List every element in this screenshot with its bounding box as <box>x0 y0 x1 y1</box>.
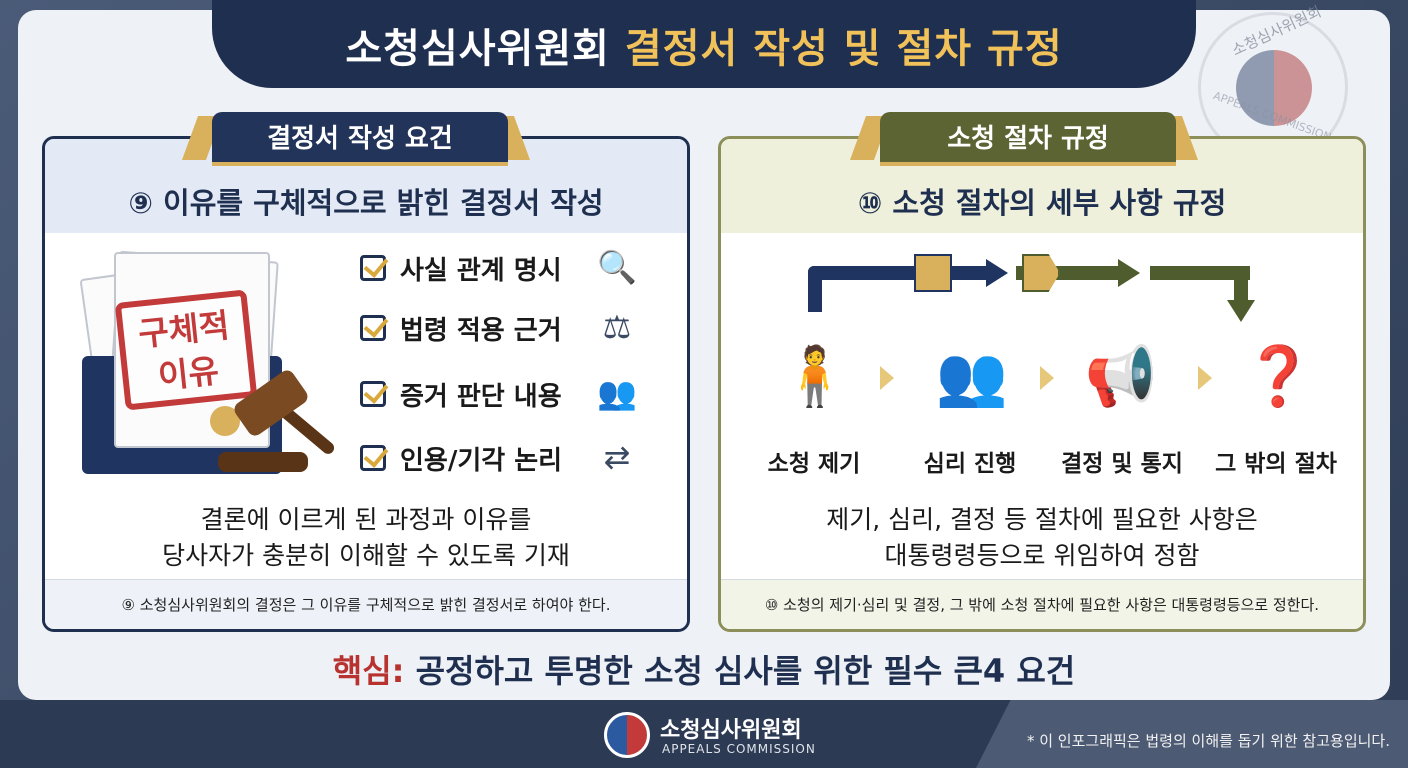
check-item-evidence: 증거 판단 내용 <box>360 372 562 416</box>
specific-reason-stamp: 구체적 이유 <box>114 289 258 411</box>
verdict-icon: ⇄ <box>603 438 631 476</box>
flow-line-down <box>1234 266 1248 304</box>
step-hearing: 심리 진행 <box>923 451 1017 477</box>
scales-icon: ⚖ <box>602 308 632 346</box>
step-other: 그 밖의 절차 <box>1215 451 1337 477</box>
check-item-logic: 인용/기각 논리 <box>360 436 562 480</box>
gavel-megaphone-icon: 📢 <box>1084 342 1158 410</box>
flow-arrowhead-2 <box>1118 259 1140 287</box>
right-description: 제기, 심리, 결정 등 절차에 필요한 사항은 대통령령등으로 위임하여 정함 <box>826 505 1258 570</box>
core-label: 핵심: <box>332 652 405 690</box>
step-filing: 소청 제기 <box>767 451 861 477</box>
magnifier-icon: 🔍 <box>597 248 637 286</box>
petitioner-icon: 🧍 <box>778 342 852 410</box>
step-chevron-3 <box>1198 366 1212 390</box>
step-chevron-2 <box>1040 366 1054 390</box>
evidence-icon: 👥 <box>597 374 637 412</box>
footer-logo-name: 소청심사위원회 <box>660 718 802 743</box>
step-decision: 결정 및 통지 <box>1061 451 1183 477</box>
question-docs-icon: ❓ <box>1242 342 1316 410</box>
checkbox-icon <box>360 381 386 407</box>
step-chevron-1 <box>880 366 894 390</box>
left-description: 결론에 이르게 된 과정과 이유를 당사자가 충분히 이해할 수 있도록 기재 <box>162 505 570 570</box>
title-banner <box>212 0 1196 88</box>
tab-decision-requirements: 결정서 작성 요건 <box>212 112 508 166</box>
flow-arrowhead-1 <box>986 259 1008 287</box>
check-item-facts: 사실 관계 명시 <box>360 246 562 290</box>
flow-square-1 <box>914 254 952 292</box>
footer-logo-sub: APPEALS COMMISSION <box>662 742 816 756</box>
check-item-law: 법령 적용 근거 <box>360 306 562 350</box>
tab-procedure-rules: 소청 절차 규정 <box>880 112 1176 166</box>
checkbox-icon <box>360 315 386 341</box>
gavel-base <box>218 452 308 472</box>
commission-logo-icon <box>604 712 650 758</box>
core-message: 핵심: 공정하고 투명한 소청 심사를 위한 필수 큰4 요건 <box>42 646 1366 692</box>
title-main: 소청심사위원회 <box>345 26 610 72</box>
core-text: 공정하고 투명한 소청 심사를 위한 필수 큰4 요건 <box>415 652 1076 690</box>
left-legal-note: ⑨ 소청심사위원회의 결정은 그 이유를 구체적으로 밝힌 결정서로 하여야 한… <box>121 596 611 614</box>
title-highlight: 결정서 작성 및 절차 규정 <box>624 26 1063 72</box>
footer-slant <box>976 700 1408 768</box>
checkbox-icon <box>360 445 386 471</box>
right-subtitle: ⑩ 소청 절차의 세부 사항 규정 <box>857 186 1227 220</box>
hearing-icon: 👥 <box>935 342 1009 410</box>
footer-disclaimer: * 이 인포그래픽은 법령의 이해를 돕기 위한 참고용입니다. <box>1026 732 1390 750</box>
checkbox-icon <box>360 255 386 281</box>
procedure-rules-panel <box>718 136 1366 632</box>
left-subtitle: ⑨ 이유를 구체적으로 밝힌 결정서 작성 <box>128 186 604 220</box>
page-title: 소청심사위원회 결정서 작성 및 절차 규정 <box>212 16 1196 74</box>
right-legal-note: ⑩ 소청의 제기·심리 및 결정, 그 밖에 소청 절차에 필요한 사항은 대통… <box>764 596 1320 614</box>
flow-line-right <box>1150 266 1250 280</box>
flow-arrowhead-down <box>1227 300 1255 322</box>
flow-line-top <box>808 266 988 280</box>
